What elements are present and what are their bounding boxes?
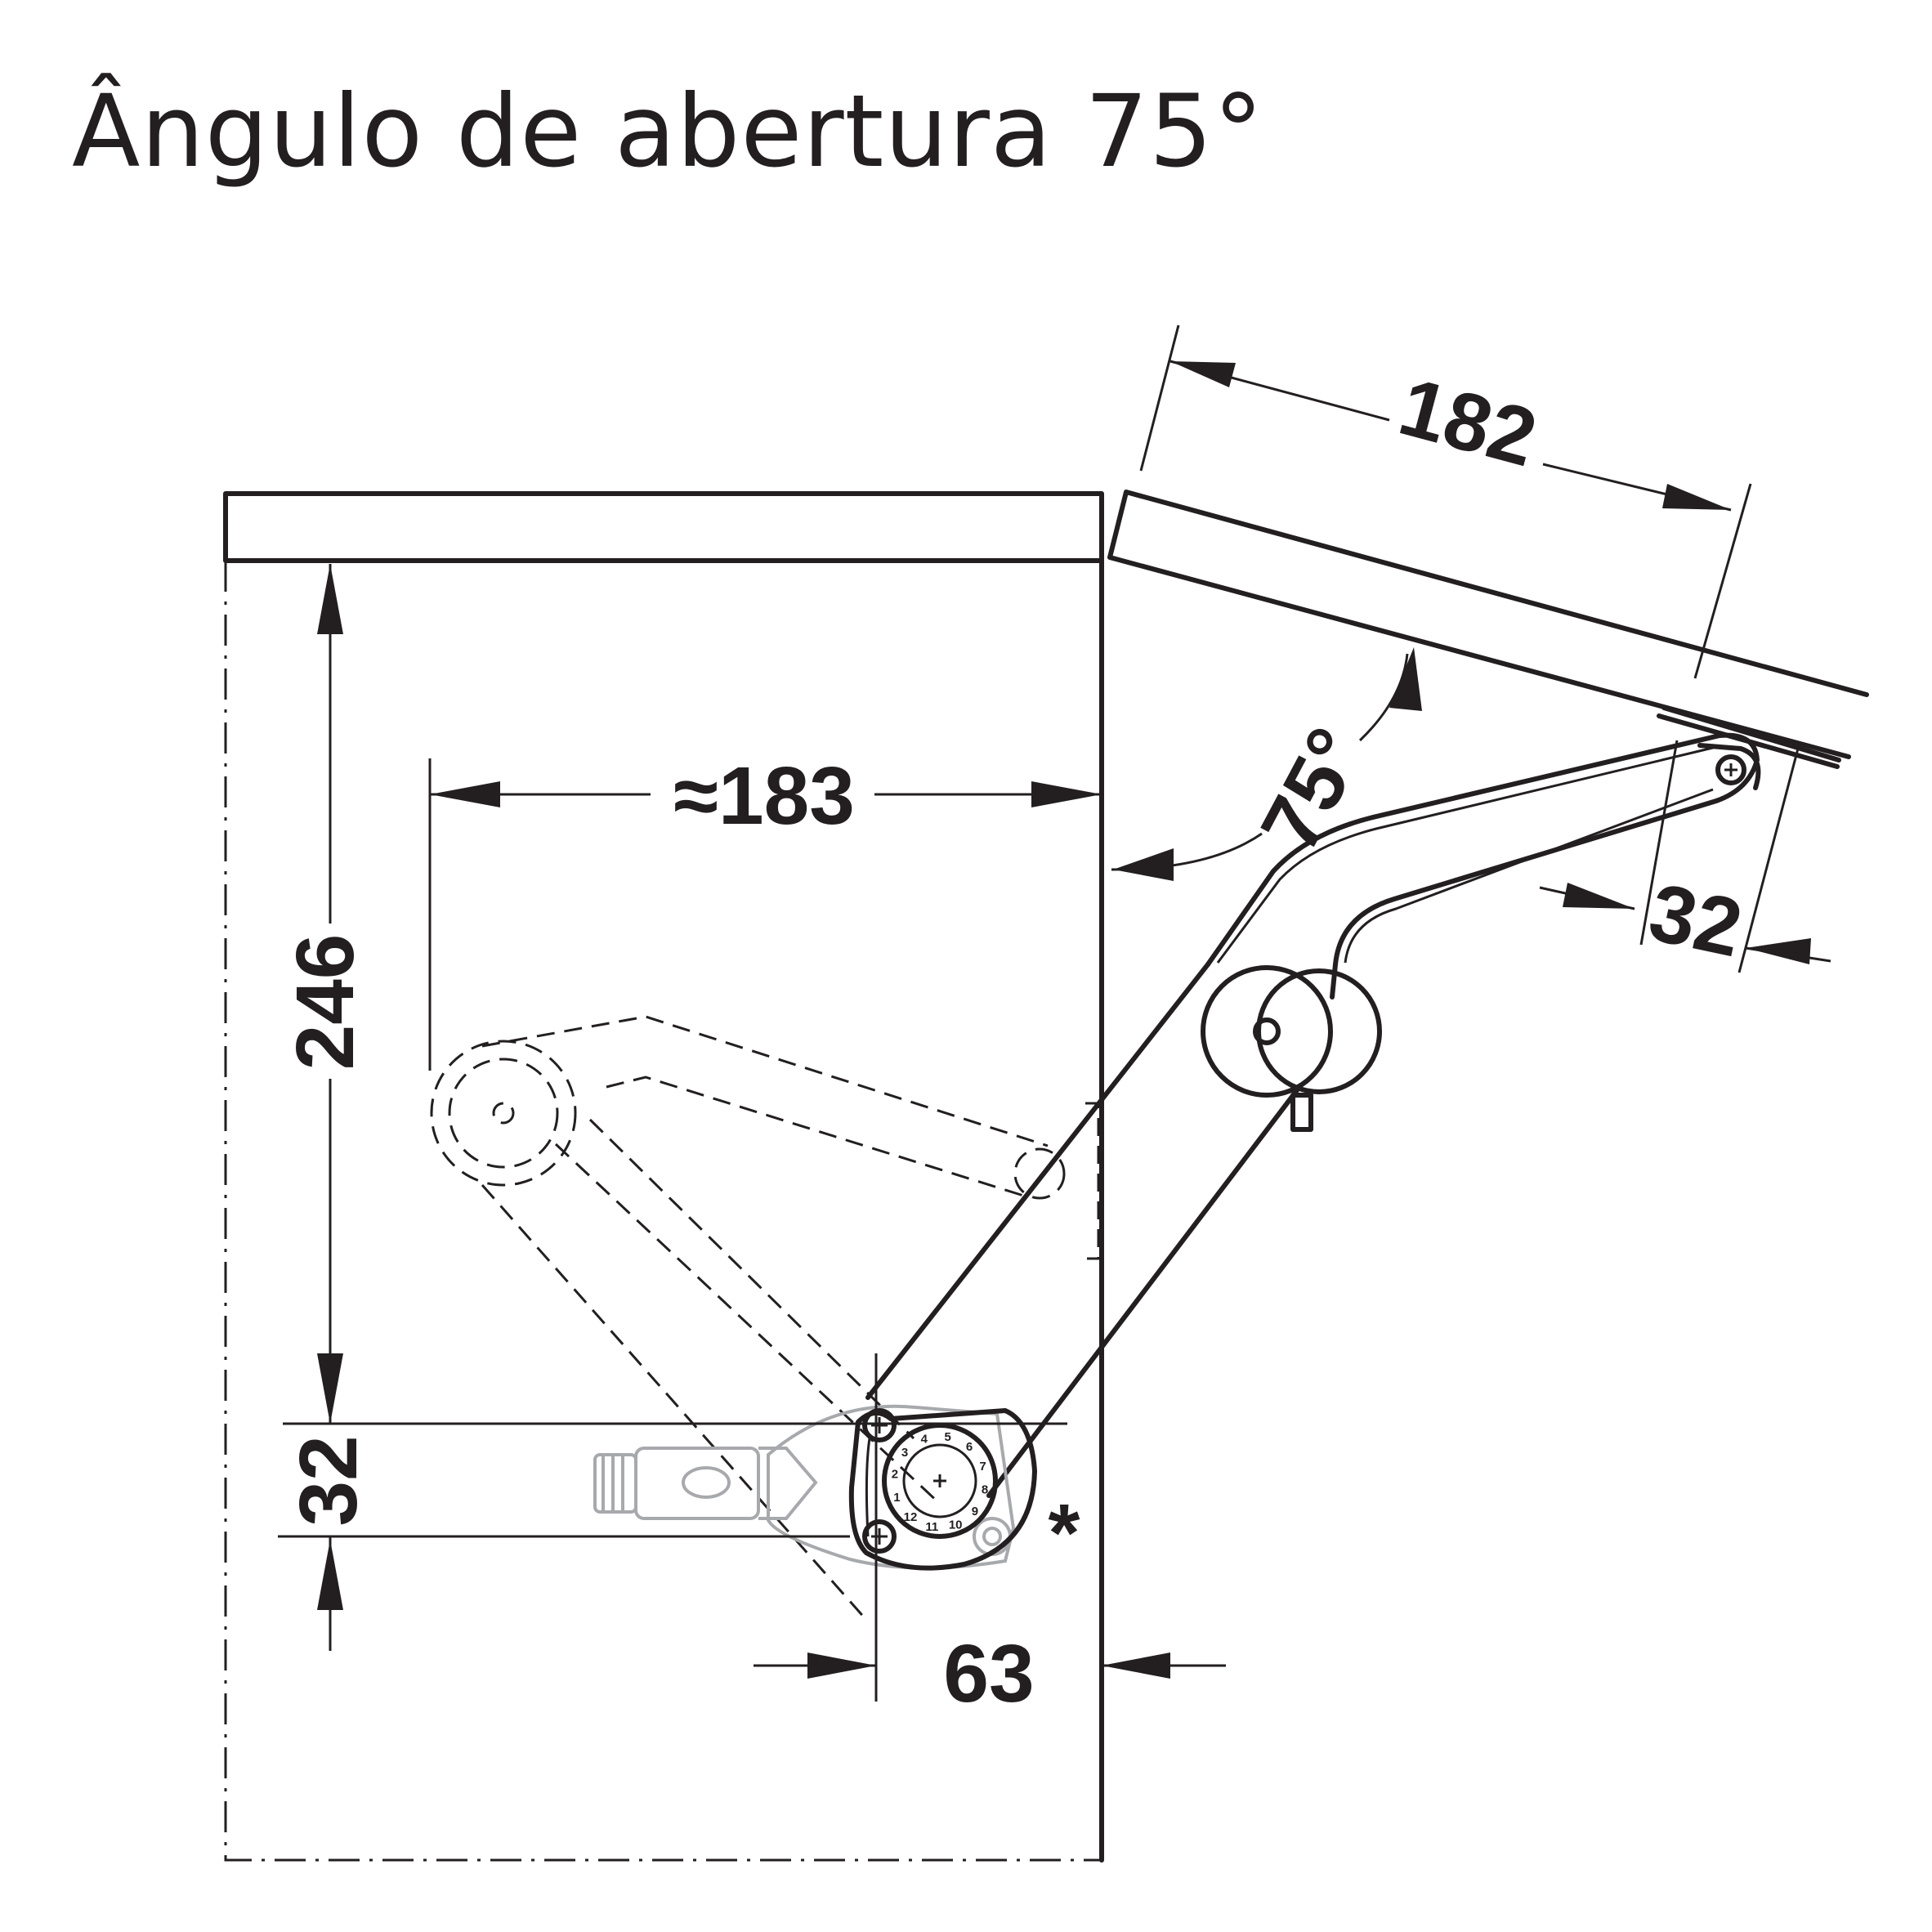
adjuster-tip bbox=[758, 1447, 818, 1520]
tension-dial-center-cross bbox=[933, 1474, 946, 1487]
dial-number: 1 bbox=[893, 1491, 900, 1505]
lower-mount-screw bbox=[862, 1519, 897, 1554]
dim-label-183: ≈183 bbox=[673, 750, 855, 842]
open-lid bbox=[1107, 490, 1869, 769]
closed-bracket bbox=[1085, 1102, 1100, 1260]
dim-32-vertical-arrow bbox=[317, 1540, 343, 1610]
dim-label-182: 182 bbox=[1390, 360, 1545, 484]
dim-182-arrow-right bbox=[1662, 484, 1731, 510]
dim-32-lid-arrow-right bbox=[1746, 938, 1811, 964]
dim-label-63: 63 bbox=[943, 1628, 1034, 1720]
lid-joint-screw bbox=[1715, 754, 1746, 785]
dim-75-arrow-top bbox=[1389, 647, 1422, 711]
tension-dial-face bbox=[902, 1443, 977, 1518]
dial-number: 12 bbox=[904, 1510, 918, 1524]
closed-upper-arm bbox=[481, 1015, 1049, 1200]
adjuster-knob-grip bbox=[602, 1455, 624, 1512]
dim-label-32-vertical: 32 bbox=[283, 1435, 374, 1526]
dim-label-75: 75° bbox=[1244, 713, 1383, 865]
elbow-pivot bbox=[1201, 965, 1333, 1098]
dial-number: 9 bbox=[972, 1505, 978, 1518]
lower-mount-screw-cross bbox=[871, 1528, 888, 1545]
dim-182-extension-lines bbox=[1139, 324, 1752, 679]
closed-pivot-center bbox=[492, 1102, 515, 1125]
cabinet-top-panel bbox=[223, 491, 1104, 563]
housing-spiral-icon bbox=[973, 1517, 1012, 1556]
dimension-lines bbox=[278, 324, 1831, 1702]
upper-mount-screw-cross bbox=[871, 1417, 888, 1433]
elbow-pivot-back bbox=[1256, 968, 1382, 1094]
dial-number: 6 bbox=[966, 1440, 973, 1454]
elbow-pivot-hole bbox=[1253, 1017, 1281, 1045]
dimension-labels: 182 75° ≈183 246 32 32 63 * bbox=[280, 360, 1750, 1720]
dim-183-arrow-right bbox=[1031, 781, 1102, 807]
upper-mount-screw bbox=[862, 1408, 897, 1442]
dim-label-246: 246 bbox=[280, 934, 371, 1071]
page-title: Ângulo de abertura 75° bbox=[72, 74, 1264, 190]
adjuster-slot bbox=[682, 1466, 731, 1499]
arm-closed-position bbox=[430, 1015, 1100, 1621]
lower-arm-link bbox=[865, 962, 1302, 1498]
arm-open-position bbox=[865, 732, 1761, 1498]
dim-63-arrow-left bbox=[807, 1652, 876, 1679]
dial-number: 2 bbox=[892, 1467, 898, 1481]
dim-63-arrow-right bbox=[1102, 1652, 1170, 1679]
lid-joint-bracket bbox=[1697, 743, 1761, 790]
closed-lid-joint bbox=[1013, 1147, 1066, 1200]
dial-number: 3 bbox=[901, 1446, 908, 1460]
cabinet bbox=[223, 491, 1104, 1863]
dim-label-32-lid: 32 bbox=[1642, 866, 1750, 975]
dial-number: 11 bbox=[925, 1520, 938, 1534]
dim-32-lid-arrow-left bbox=[1563, 883, 1635, 909]
dim-246-arrow-top bbox=[317, 564, 343, 634]
closed-pivot-outer bbox=[430, 1040, 577, 1187]
upper-arm-inner-edge bbox=[1216, 745, 1717, 964]
base-plate-outline bbox=[848, 1408, 1037, 1571]
elbow-tab bbox=[1290, 1093, 1313, 1132]
base-plate-inner-edge bbox=[865, 1438, 871, 1537]
dim-32-lid-extensions bbox=[1639, 740, 1800, 973]
adjuster-knob bbox=[593, 1453, 637, 1514]
adjuster-barrel bbox=[634, 1447, 760, 1520]
closed-lower-arm bbox=[481, 1118, 941, 1621]
closed-pivot-inner bbox=[448, 1058, 559, 1169]
asterisk-marker: * bbox=[1049, 1487, 1080, 1579]
dial-number: 10 bbox=[949, 1518, 963, 1532]
dial-number: 8 bbox=[982, 1483, 988, 1497]
lid-panel bbox=[1107, 490, 1869, 759]
tension-dial-outer bbox=[882, 1423, 998, 1539]
dim-183-arrow-left bbox=[430, 781, 500, 807]
dial-number: 7 bbox=[979, 1460, 986, 1474]
housing-spiral-inner bbox=[982, 1527, 1002, 1546]
lid-joint-screw-cross bbox=[1724, 763, 1737, 776]
dim-182-arrow-left bbox=[1170, 361, 1236, 387]
dim-32-vertical-extensions bbox=[278, 1422, 1067, 1538]
dial-number: 5 bbox=[945, 1430, 951, 1444]
cabinet-hidden-outline bbox=[224, 561, 1102, 1862]
dim-75-arrow-bottom bbox=[1113, 848, 1174, 881]
lid-mounting-plate bbox=[1657, 705, 1841, 769]
dim-246-arrow-bottom bbox=[317, 1353, 343, 1424]
dial-number: 4 bbox=[921, 1432, 928, 1446]
